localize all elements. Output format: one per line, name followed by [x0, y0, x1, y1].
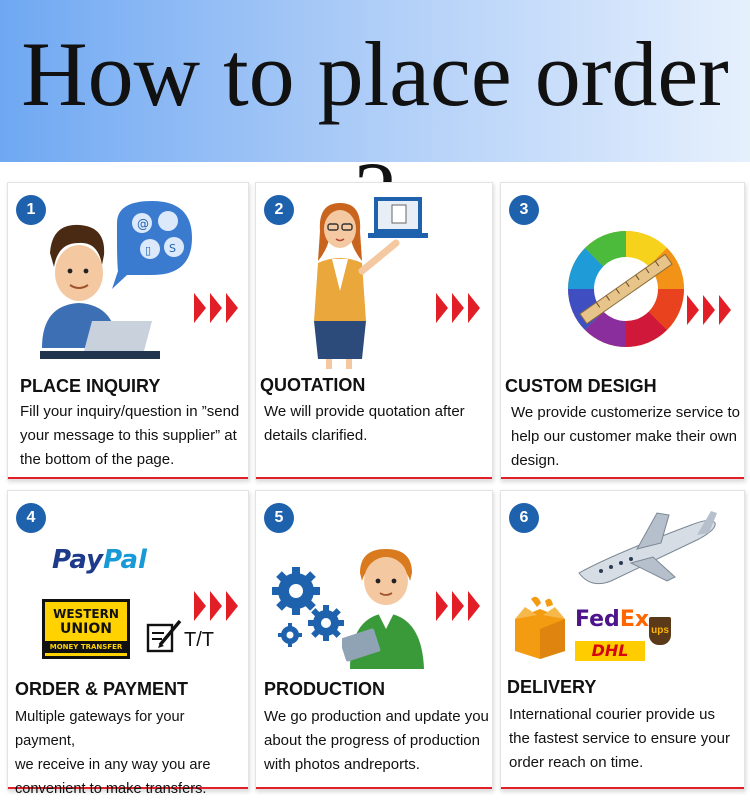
card-underline: [501, 787, 744, 789]
dhl-logo: DHL: [575, 641, 645, 661]
step-description: We will provide quotation after details …: [264, 403, 465, 444]
step-description: Multiple gateways for your payment, we r…: [15, 709, 211, 797]
paypal-logo: PayPal: [52, 545, 147, 575]
western-union-logo: WESTERN UNION MONEY TRANSFER: [42, 599, 130, 659]
woman-presenting-illustration: [314, 197, 428, 369]
card-underline: [256, 787, 492, 789]
card-underline: [8, 787, 248, 789]
step-card-3: 3 CUS: [500, 182, 745, 480]
ups-logo: ups: [649, 617, 671, 645]
step-card-5: 5 PRODUCT: [255, 490, 493, 790]
step-description: International courier provide us the fas…: [509, 706, 730, 771]
step-card-2: 2 QUOTATION We will provide quotation af…: [255, 182, 493, 480]
step-card-4: 4 PayPal WESTERN UNION MONEY TRANSFER T/…: [7, 490, 249, 797]
step-description: We provide customerize service to help o…: [511, 404, 740, 469]
step-number-badge: 3: [509, 195, 539, 225]
card-underline: [256, 477, 492, 479]
svg-text:@: @: [137, 217, 149, 231]
svg-text:S: S: [169, 242, 176, 255]
package-box-icon: [515, 596, 565, 659]
worker-tablet-illustration: [342, 549, 424, 669]
person-laptop-illustration: @ ▯ S: [40, 201, 192, 359]
step-card-6: 6 FedEx DHL ups DELIVERY International c…: [500, 490, 745, 790]
next-step-arrows-icon: [194, 591, 238, 621]
color-wheel-ruler-illustration: [568, 231, 684, 347]
next-step-arrows-icon: [436, 293, 480, 323]
next-step-arrows-icon: [687, 295, 731, 325]
card-underline: [8, 477, 248, 479]
step-card-1: 1 @ ▯ S PLACE INQUIRY Fill your inquiry/…: [7, 182, 249, 480]
step-title: PLACE INQUIRY: [20, 376, 161, 396]
step-title: PRODUCTION: [264, 679, 385, 699]
svg-text:▯: ▯: [145, 244, 151, 257]
tt-label: T/T: [184, 629, 214, 651]
contact-bubble-icon: @ ▯ S: [112, 201, 192, 289]
step-title: CUSTOM DESIGH: [505, 376, 657, 396]
gears-icon: [272, 567, 344, 647]
step-number-badge: 1: [16, 195, 46, 225]
tablet-document-icon: [368, 197, 428, 238]
page-title: How to place order ?: [21, 23, 729, 245]
airplane-icon: [578, 511, 717, 585]
header-banner: [0, 0, 750, 162]
step-title: DELIVERY: [507, 677, 597, 697]
card-underline: [501, 477, 744, 479]
step-description: Fill your inquiry/question in ”send your…: [20, 403, 240, 468]
step-number-badge: 6: [509, 503, 539, 533]
next-step-arrows-icon: [436, 591, 480, 621]
step-number-badge: 4: [16, 503, 46, 533]
step-description: We go production and update you about th…: [264, 708, 489, 773]
step-title: QUOTATION: [260, 375, 366, 395]
fedex-logo: FedEx: [575, 607, 650, 632]
step-number-badge: 2: [264, 195, 294, 225]
step-title: ORDER & PAYMENT: [15, 679, 189, 699]
document-signing-icon: [146, 619, 182, 653]
step-number-badge: 5: [264, 503, 294, 533]
next-step-arrows-icon: [194, 293, 238, 323]
